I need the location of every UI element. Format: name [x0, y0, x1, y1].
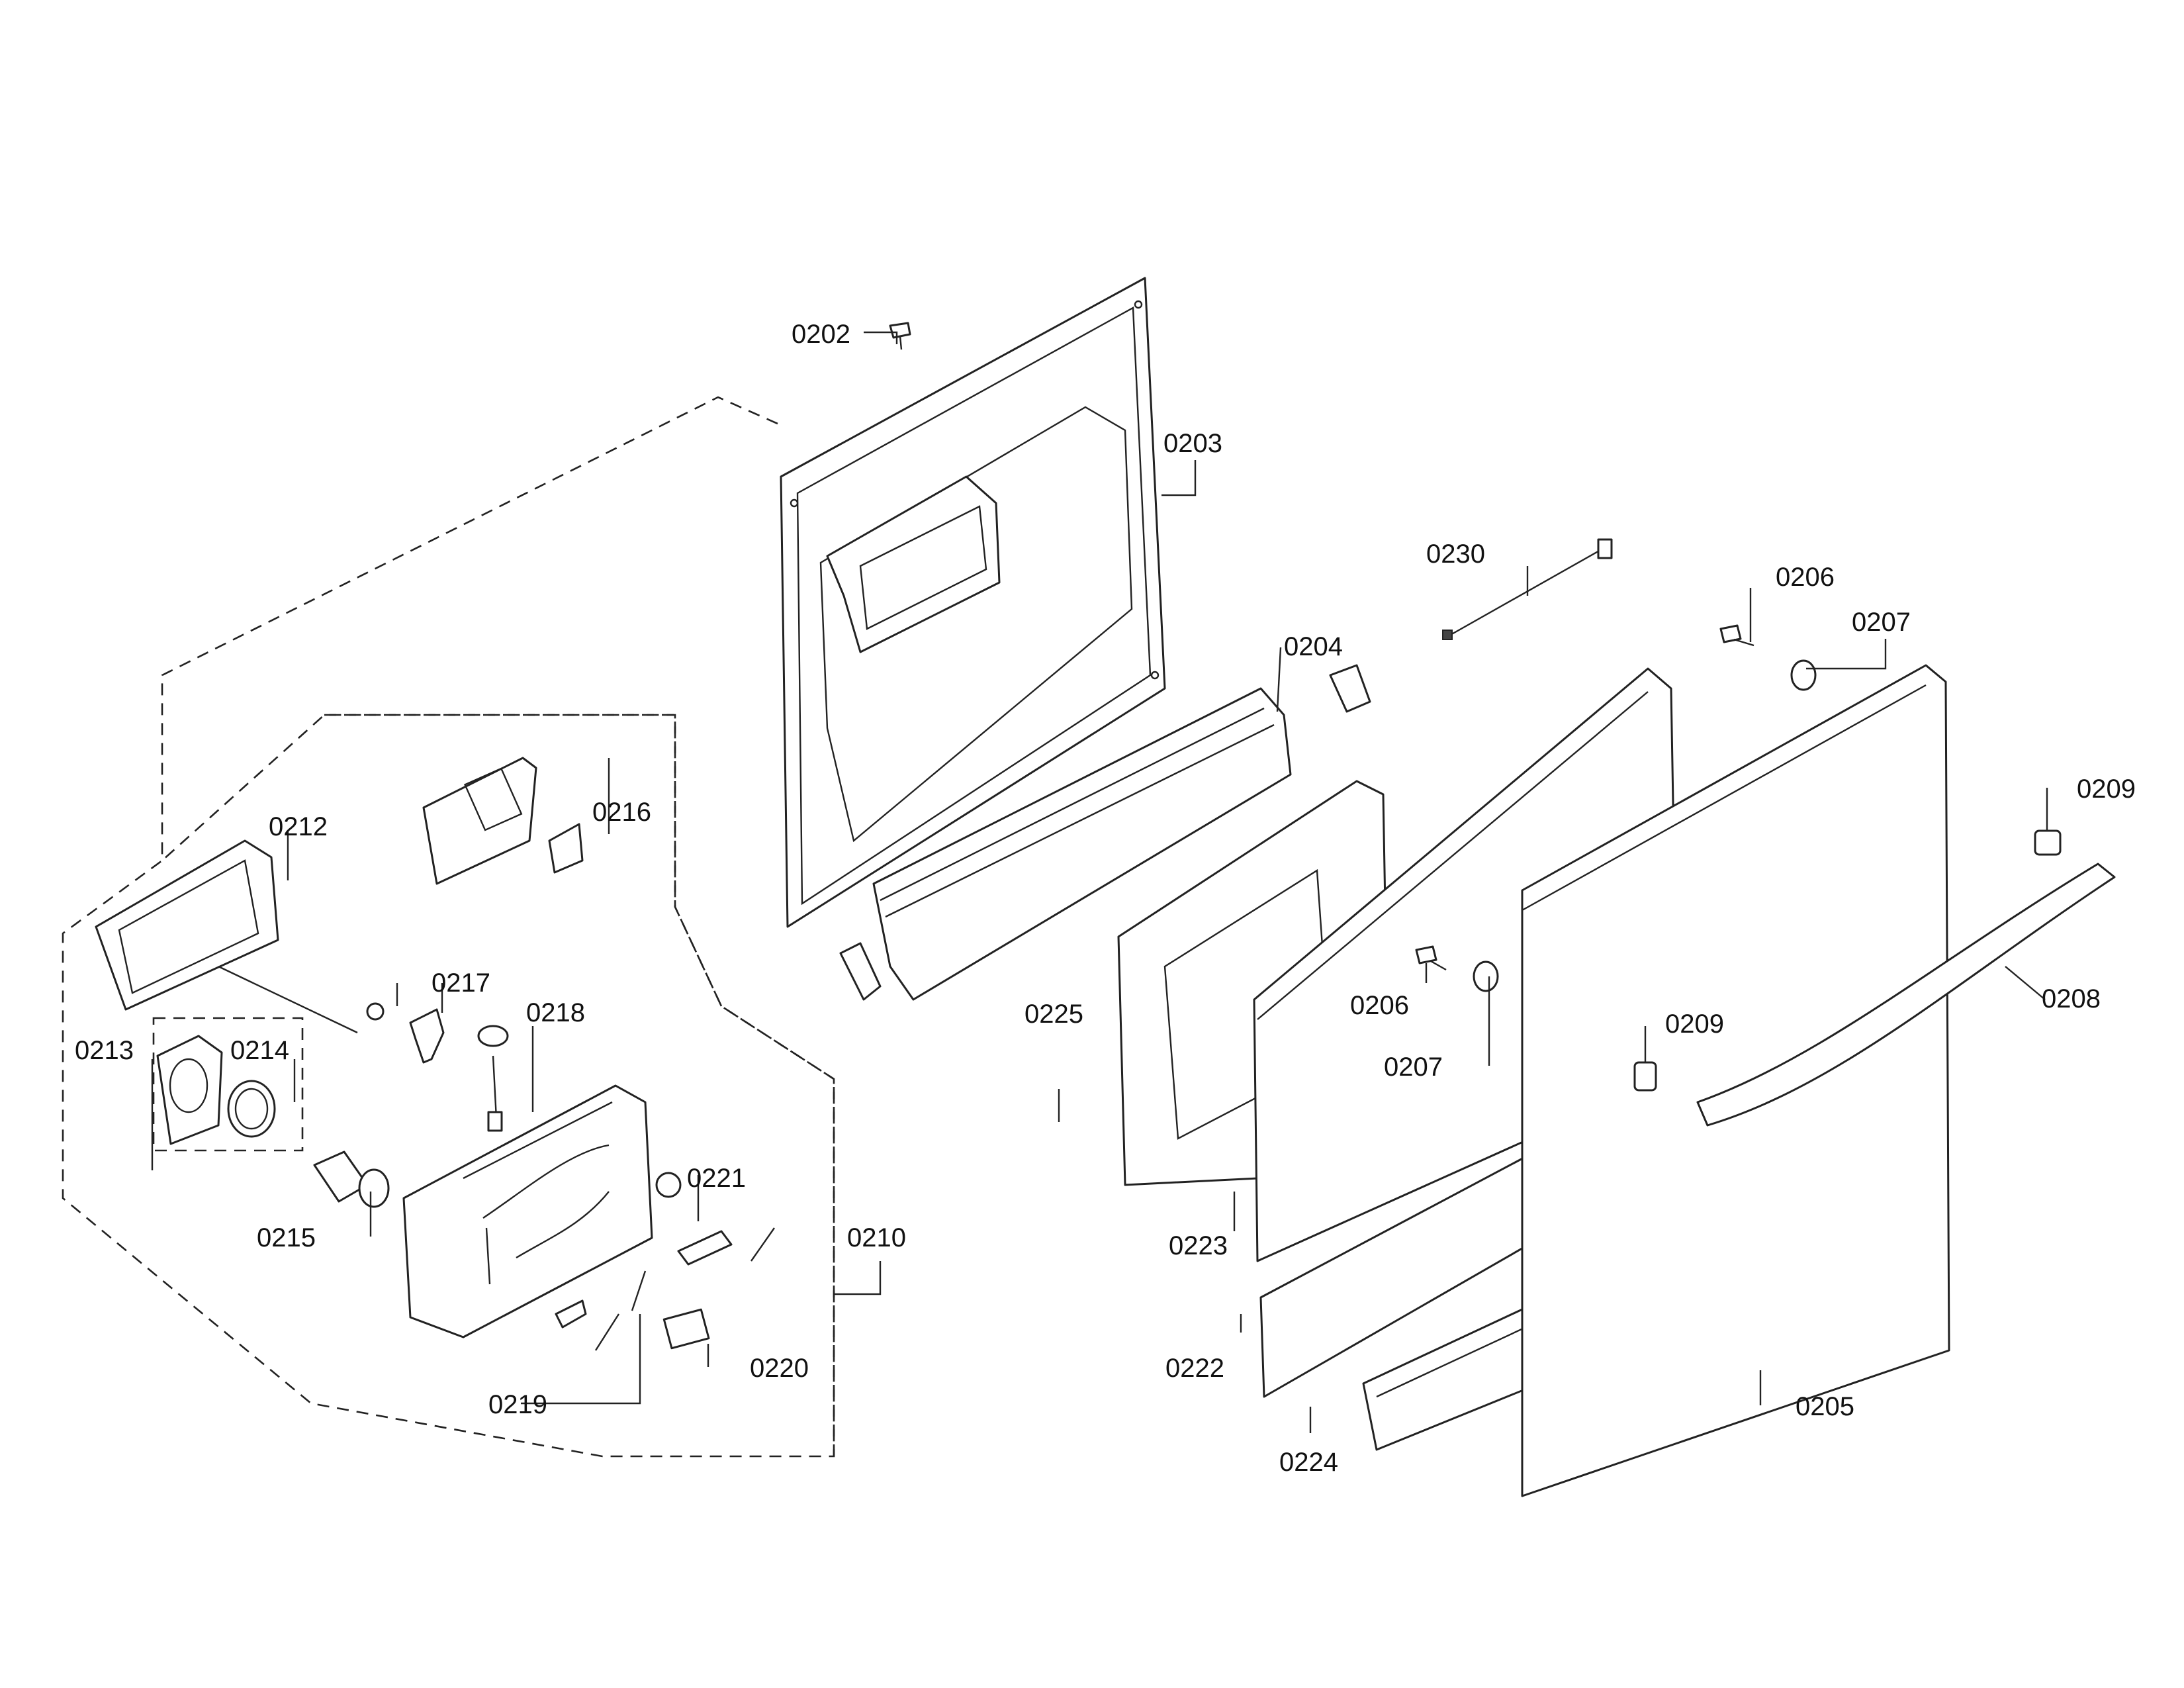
- door-handle-0208: [1696, 863, 2116, 1127]
- cable-0230: [1442, 538, 1613, 640]
- block-0220: [662, 1308, 710, 1350]
- part-0221: [655, 1172, 775, 1266]
- label-0208: 0208: [2042, 984, 2101, 1013]
- screw-0202: [889, 322, 911, 350]
- housing-0213: [156, 1035, 223, 1145]
- lever-0217: [366, 1002, 445, 1064]
- label-0209-top: 0209: [2077, 774, 2136, 804]
- label-0202: 0202: [792, 320, 850, 349]
- leader-lines: [151, 331, 2048, 1433]
- label-0230: 0230: [1426, 539, 1485, 569]
- label-0203: 0203: [1163, 429, 1222, 458]
- label-0220: 0220: [750, 1354, 809, 1383]
- pin-0218: [477, 1025, 509, 1132]
- part-0219: [555, 1270, 647, 1351]
- label-0210: 0210: [847, 1223, 906, 1252]
- label-0224: 0224: [1279, 1448, 1338, 1477]
- label-0206-mid: 0206: [1350, 991, 1409, 1020]
- fitting-0215: [313, 1150, 390, 1208]
- label-0213: 0213: [75, 1036, 134, 1065]
- label-0212: 0212: [269, 812, 328, 841]
- dispenser-body-0210: [402, 1084, 653, 1338]
- grille-cover-0216: [422, 757, 584, 885]
- label-0205: 0205: [1796, 1392, 1854, 1421]
- label-0215: 0215: [257, 1223, 316, 1252]
- handle-cap-mid: [1633, 1061, 1657, 1092]
- label-0209-mid: 0209: [1665, 1009, 1724, 1039]
- bottom-seal-strip: [839, 664, 1371, 1001]
- outer-door-panel-0205: [1521, 664, 1950, 1497]
- label-0204: 0204: [1284, 632, 1343, 661]
- label-0216: 0216: [592, 798, 651, 827]
- screw-0206-top: [1719, 624, 1754, 647]
- washer-0207-mid: [1473, 961, 1499, 992]
- label-0223: 0223: [1169, 1231, 1228, 1260]
- label-0221: 0221: [687, 1164, 746, 1193]
- handle-cap-top: [2034, 829, 2062, 856]
- label-0207-top: 0207: [1852, 608, 1911, 637]
- screw-0206-mid: [1415, 945, 1447, 971]
- frame-0212: [95, 839, 279, 1011]
- label-0218: 0218: [526, 998, 585, 1027]
- group-0210-dashed-boundary: [324, 714, 835, 1456]
- label-0206-top: 0206: [1776, 563, 1835, 592]
- label-0207-mid: 0207: [1384, 1053, 1443, 1082]
- washer-0207-top: [1790, 659, 1817, 691]
- label-0222: 0222: [1165, 1354, 1224, 1383]
- label-0225: 0225: [1024, 1000, 1083, 1029]
- label-0219: 0219: [488, 1390, 547, 1419]
- inner-door-liner: [780, 277, 1166, 928]
- group-0213-0214-dashed-box: [152, 1017, 304, 1152]
- label-0214: 0214: [230, 1036, 289, 1065]
- label-0217: 0217: [432, 968, 490, 998]
- outer-dashed-boundary: [62, 396, 835, 1458]
